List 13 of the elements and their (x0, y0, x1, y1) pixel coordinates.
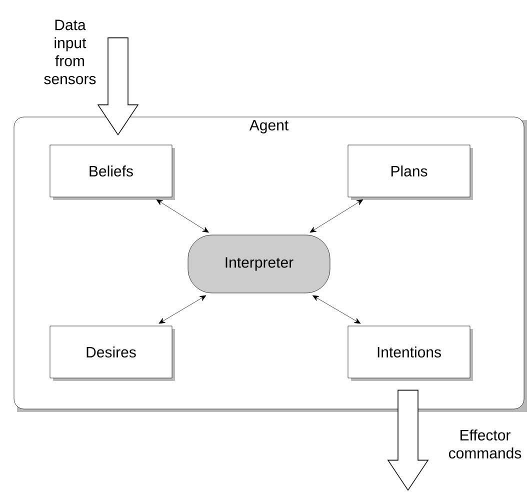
arrow (156, 199, 209, 233)
block-arrow (387, 390, 429, 491)
process-box: Beliefs (50, 144, 175, 200)
process-box: Intentions (348, 326, 473, 381)
label: Data input from sensors (44, 20, 96, 84)
interpreter-pill: Interpreter (188, 234, 330, 294)
block-arrow (97, 37, 139, 136)
process-box: Desires (50, 326, 175, 381)
arrow (312, 295, 361, 324)
arrow (158, 295, 206, 324)
arrow (310, 199, 364, 233)
process-box: Plans (348, 144, 473, 200)
label: Effector commands (448, 430, 522, 458)
